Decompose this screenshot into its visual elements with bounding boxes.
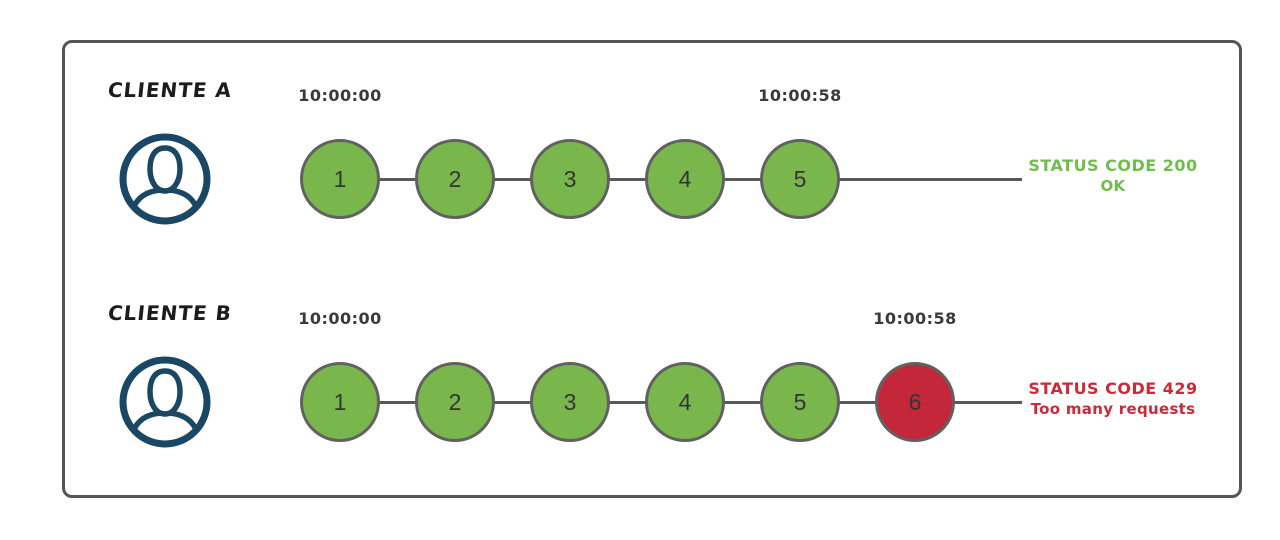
diagram-frame	[62, 40, 1242, 498]
user-avatar-icon	[117, 354, 213, 450]
status-message-text: Too many requests	[1030, 400, 1196, 418]
user-avatar-icon	[119, 356, 211, 448]
request-number: 5	[793, 165, 807, 192]
client-label: CLIENTE B	[106, 301, 234, 325]
request-number: 4	[678, 388, 692, 415]
request-number: 2	[448, 165, 462, 192]
request-number: 1	[333, 165, 347, 192]
request-circle-ok: 2	[415, 362, 495, 442]
status-code-text: STATUS CODE 429	[1028, 379, 1198, 398]
request-circle-ok: 3	[530, 139, 610, 219]
request-circle-ok: 2	[415, 139, 495, 219]
end-timestamp: 10:00:58	[758, 86, 842, 105]
status-message-text: OK	[1100, 177, 1126, 195]
request-circle-ok: 1	[300, 139, 380, 219]
request-circle-ok: 5	[760, 139, 840, 219]
request-circle-ok: 4	[645, 362, 725, 442]
status-code-text: STATUS CODE 200	[1028, 156, 1198, 175]
request-number: 4	[678, 165, 692, 192]
request-circle-ok: 5	[760, 362, 840, 442]
request-circle-blocked: 6	[875, 362, 955, 442]
user-avatar-icon	[117, 131, 213, 227]
request-number: 3	[563, 388, 577, 415]
request-number: 3	[563, 165, 577, 192]
user-avatar-icon	[119, 133, 211, 225]
request-circle-ok: 3	[530, 362, 610, 442]
request-number: 5	[793, 388, 807, 415]
request-circle-ok: 4	[645, 139, 725, 219]
request-number: 1	[333, 388, 347, 415]
start-timestamp: 10:00:00	[298, 309, 382, 328]
request-number: 2	[448, 388, 462, 415]
request-circle-ok: 1	[300, 362, 380, 442]
request-number: 6	[908, 388, 922, 415]
client-label: CLIENTE A	[106, 78, 234, 102]
start-timestamp: 10:00:00	[298, 86, 382, 105]
end-timestamp: 10:00:58	[873, 309, 957, 328]
